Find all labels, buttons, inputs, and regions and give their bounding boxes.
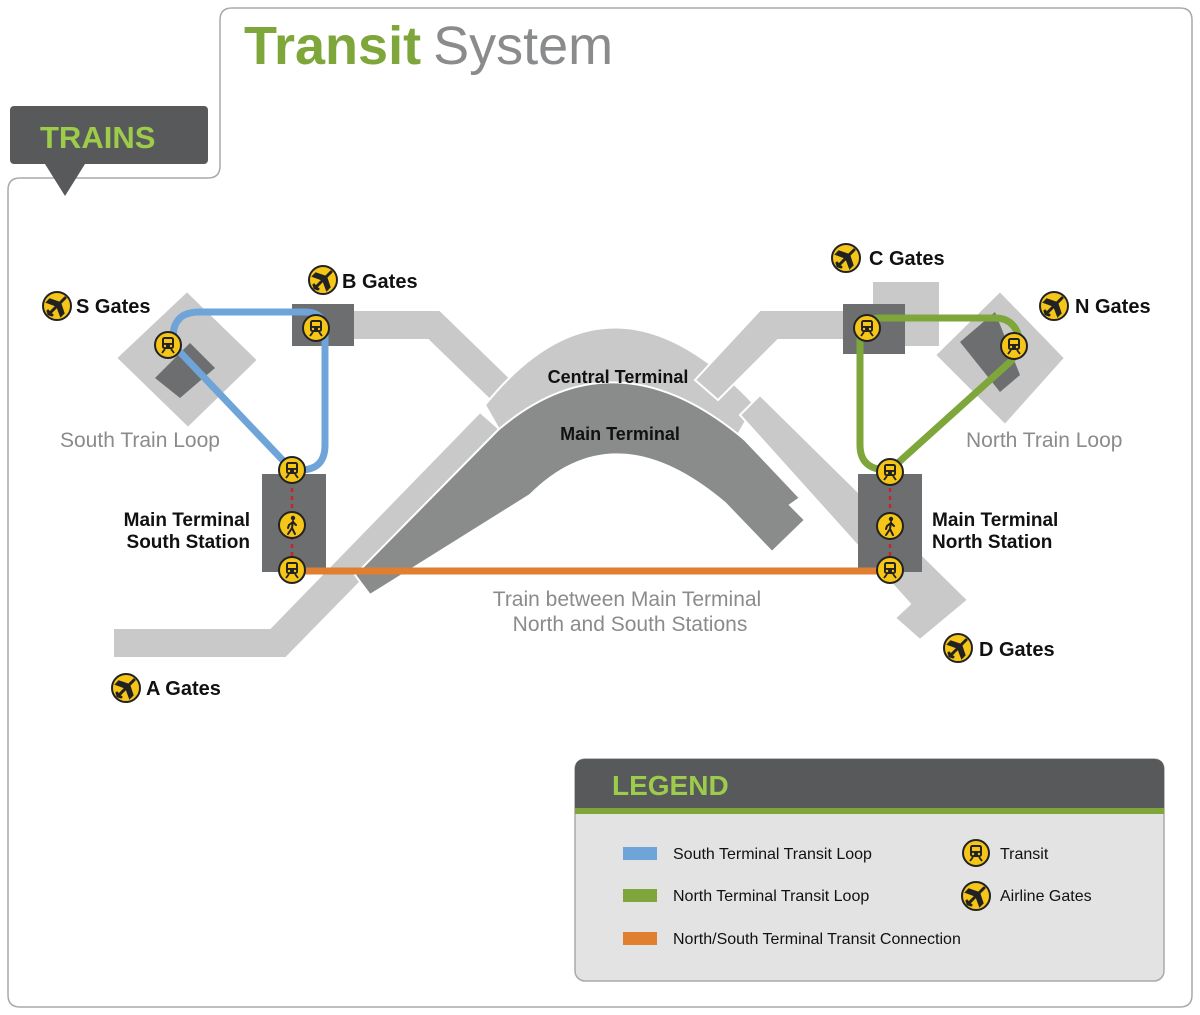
s-gates-label: S Gates bbox=[76, 296, 150, 318]
airplane-icon bbox=[960, 880, 992, 912]
airplane-icon bbox=[830, 242, 862, 274]
legend-title: LEGEND bbox=[612, 770, 729, 801]
legend-swatch-south bbox=[623, 847, 657, 860]
legend-swatch-north bbox=[623, 889, 657, 902]
central-terminal-label: Central Terminal bbox=[548, 367, 689, 387]
train-icon bbox=[302, 314, 330, 342]
south-station-label-line1: Main Terminal bbox=[124, 510, 250, 531]
legend-item-gates: Airline Gates bbox=[1000, 888, 1092, 905]
train-icon bbox=[876, 556, 904, 584]
legend-item-transit: Transit bbox=[1000, 846, 1049, 863]
legend-item-connection: North/South Terminal Transit Connection bbox=[673, 931, 961, 948]
south-station-label-line2: South Station bbox=[127, 532, 250, 553]
legend: LEGEND South Terminal Transit Loop North… bbox=[574, 758, 1165, 982]
map-frame bbox=[7, 7, 1193, 1008]
main-terminal-label: Main Terminal bbox=[560, 424, 680, 444]
legend-item-south: South Terminal Transit Loop bbox=[673, 846, 872, 863]
airplane-icon bbox=[110, 672, 142, 704]
train-icon bbox=[154, 331, 182, 359]
south-loop-label: South Train Loop bbox=[60, 429, 220, 452]
walking-icon bbox=[876, 512, 904, 540]
c-gates-label: C Gates bbox=[869, 248, 945, 270]
train-icon bbox=[1000, 332, 1028, 360]
train-icon bbox=[278, 556, 306, 584]
airplane-icon bbox=[1038, 290, 1070, 322]
legend-swatch-connection bbox=[623, 932, 657, 945]
legend-item-north: North Terminal Transit Loop bbox=[673, 888, 869, 905]
walking-icon bbox=[278, 511, 306, 539]
train-icon bbox=[962, 839, 990, 867]
d-gates-label: D Gates bbox=[979, 639, 1055, 661]
south-loop-line bbox=[170, 308, 329, 474]
airplane-icon bbox=[307, 264, 339, 296]
north-station-label-line2: North Station bbox=[932, 532, 1052, 553]
train-icon bbox=[853, 314, 881, 342]
connection-label-line1: Train between Main Terminal bbox=[493, 588, 761, 611]
connection-label-line2: North and South Stations bbox=[513, 613, 748, 636]
train-icon bbox=[876, 458, 904, 486]
train-icon bbox=[278, 456, 306, 484]
north-station-label-line1: Main Terminal bbox=[932, 510, 1058, 531]
tab-label: TRAINS bbox=[40, 120, 155, 155]
a-gates-label: A Gates bbox=[146, 678, 221, 700]
north-loop-label: North Train Loop bbox=[966, 429, 1122, 452]
n-gates-label: N Gates bbox=[1075, 296, 1151, 318]
main-terminal-building bbox=[353, 381, 807, 597]
b-gates-label: B Gates bbox=[342, 271, 418, 293]
airplane-icon bbox=[41, 290, 73, 322]
airplane-icon bbox=[942, 632, 974, 664]
trains-tab bbox=[10, 106, 208, 196]
